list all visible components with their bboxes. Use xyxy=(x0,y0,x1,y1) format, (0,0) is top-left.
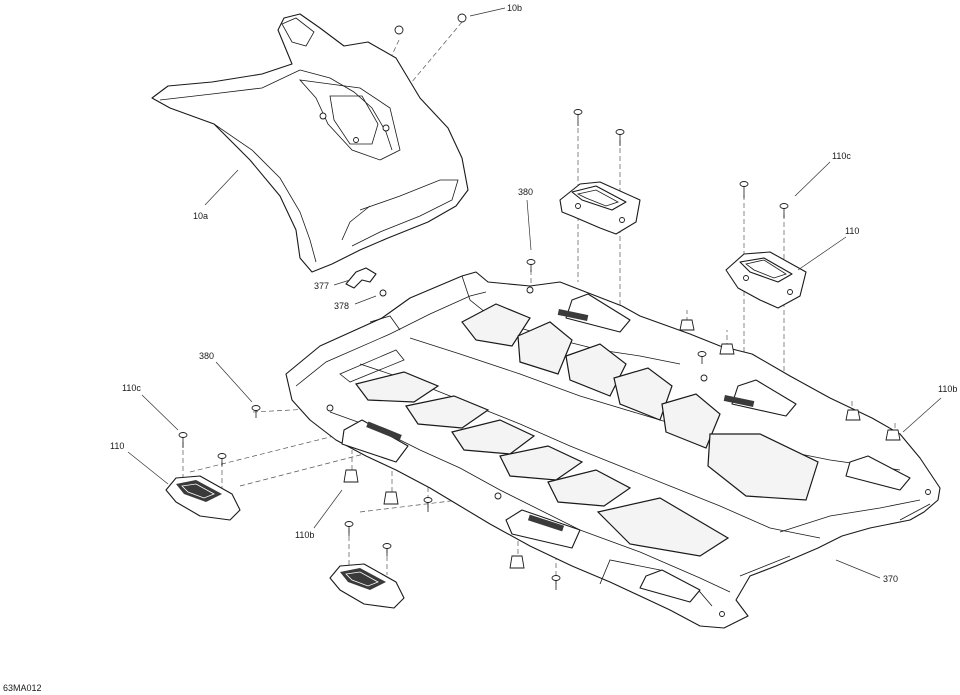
screw xyxy=(526,259,536,272)
drawing-code: 63MA012 xyxy=(3,683,42,693)
callout-10a: 10a xyxy=(193,211,208,221)
callout-110c-right: 110c xyxy=(832,151,851,161)
rear-fender-10a xyxy=(151,13,469,273)
callout-370: 370 xyxy=(883,574,898,584)
callout-377: 377 xyxy=(314,281,329,291)
screw xyxy=(615,129,625,146)
leader-lines xyxy=(127,7,942,579)
callout-labels: 10b 10a 380 110c 110 377 378 380 110c 11… xyxy=(110,3,957,584)
callout-378: 378 xyxy=(334,301,349,311)
tie-down-anchor-upper xyxy=(559,181,641,235)
screw xyxy=(344,521,354,536)
logo-plates xyxy=(341,293,911,603)
screw xyxy=(251,405,261,418)
tie-down-anchor-right xyxy=(725,251,807,309)
screw xyxy=(573,109,583,126)
callout-110b-right: 110b xyxy=(938,384,957,394)
screw xyxy=(217,453,227,466)
bracket-377 xyxy=(345,267,387,297)
floor-pan-pads xyxy=(354,303,819,557)
screw xyxy=(551,575,561,590)
callout-110-left: 110 xyxy=(110,441,124,451)
callout-10b: 10b xyxy=(507,3,522,13)
fasteners xyxy=(178,13,931,617)
screw xyxy=(697,351,707,364)
callout-380-upper: 380 xyxy=(518,187,533,197)
callout-110-right: 110 xyxy=(845,226,859,236)
callout-110b-left: 110b xyxy=(295,530,314,540)
tie-down-anchor-left xyxy=(165,475,241,521)
screw xyxy=(739,181,749,198)
screw xyxy=(779,203,789,218)
callout-380-left: 380 xyxy=(199,351,214,361)
screw xyxy=(382,543,392,556)
callout-110c-left: 110c xyxy=(122,383,141,393)
screw xyxy=(178,432,188,448)
tie-down-anchor-front xyxy=(329,563,405,609)
screw xyxy=(423,497,433,512)
